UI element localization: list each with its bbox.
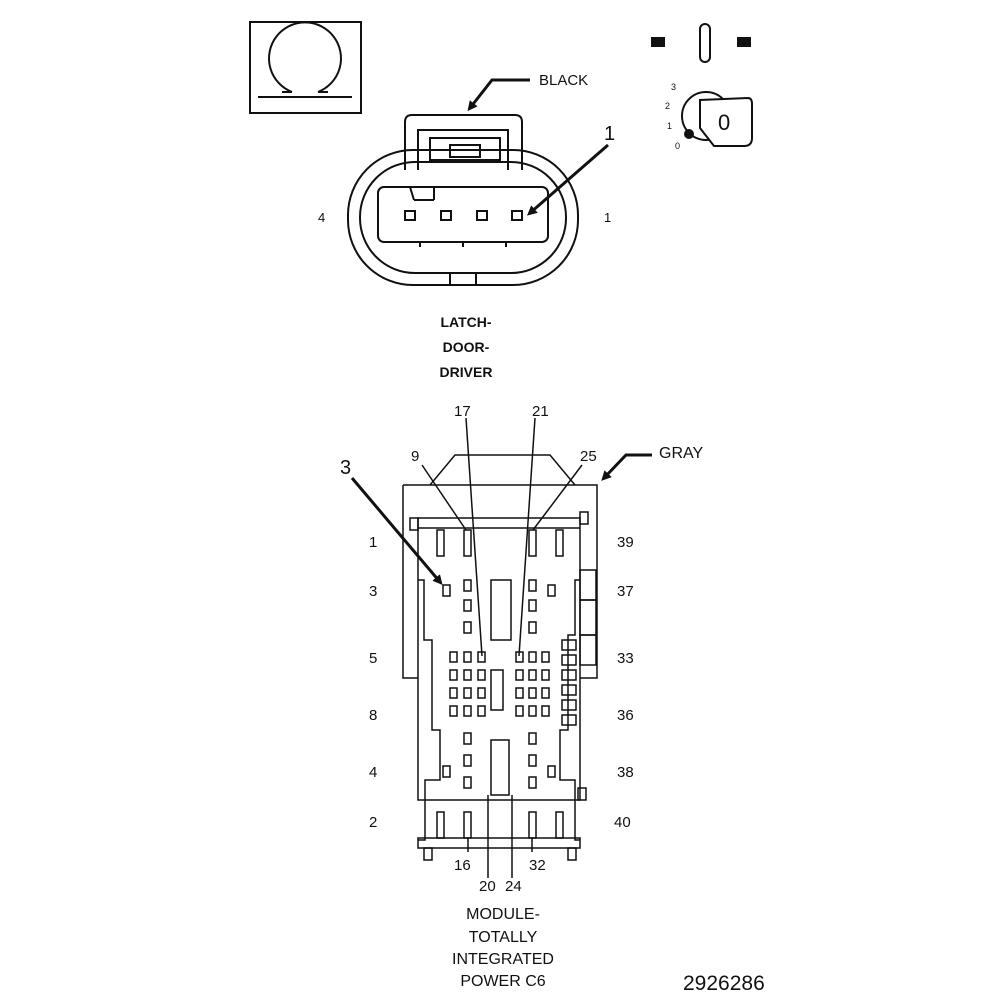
- top-label-21: 21: [532, 403, 549, 420]
- view-symbol-icon: [249, 21, 362, 114]
- lower-name-line-1: MODULE-: [466, 906, 540, 923]
- callout-1: 1: [604, 123, 615, 145]
- right-pin-33: 33: [617, 650, 634, 667]
- upper-pin-right-label: 1: [604, 210, 611, 225]
- lower-name-line-3: INTEGRATED: [452, 951, 554, 968]
- key-position-1: 1: [667, 121, 672, 131]
- gray-leader-line: [601, 453, 652, 481]
- key-position-2: 2: [665, 101, 670, 111]
- right-pin-39: 39: [617, 534, 634, 551]
- bottom-label-32: 32: [529, 857, 546, 874]
- callout-1-arrow: [526, 143, 609, 216]
- key-position-3: 3: [671, 82, 676, 92]
- left-pin-1: 1: [369, 534, 377, 551]
- pin-leader-lines: [421, 417, 583, 878]
- top-label-25: 25: [580, 448, 597, 465]
- latch-door-driver-connector: [347, 114, 579, 286]
- bottom-label-20: 20: [479, 878, 496, 895]
- left-pin-8: 8: [369, 707, 377, 724]
- black-leader-line: [467, 78, 530, 112]
- right-pin-40: 40: [614, 814, 631, 831]
- upper-pin-left-label: 4: [318, 210, 325, 225]
- lower-name-line-2: TOTALLY: [469, 929, 538, 946]
- figure-number: 2926286: [683, 972, 765, 995]
- top-label-17: 17: [454, 403, 471, 420]
- lower-pin-cavities: [436, 529, 564, 839]
- lower-color-label: GRAY: [659, 445, 703, 462]
- right-pin-36: 36: [617, 707, 634, 724]
- upper-pin-cavities: [404, 210, 523, 221]
- upper-name-line-2: DOOR-: [443, 339, 490, 355]
- bottom-label-24: 24: [505, 878, 522, 895]
- left-pin-2: 2: [369, 814, 377, 831]
- callout-3-arrow: [350, 477, 443, 586]
- left-pin-4: 4: [369, 764, 377, 781]
- top-label-9: 9: [411, 448, 419, 465]
- left-pin-3: 3: [369, 583, 377, 600]
- key-position-0: 0: [675, 141, 680, 151]
- callout-3: 3: [340, 457, 351, 479]
- right-pin-38: 38: [617, 764, 634, 781]
- key-glyph: 0: [718, 110, 730, 135]
- lower-name-line-4: POWER C6: [460, 973, 545, 990]
- ignition-key-icon: [651, 23, 753, 147]
- right-pin-37: 37: [617, 583, 634, 600]
- upper-color-label: BLACK: [539, 72, 588, 89]
- bottom-label-16: 16: [454, 857, 471, 874]
- upper-name-line-1: LATCH-: [440, 314, 491, 330]
- upper-name-line-3: DRIVER: [440, 364, 493, 380]
- tipm-c6-connector: [402, 454, 598, 861]
- left-pin-5: 5: [369, 650, 377, 667]
